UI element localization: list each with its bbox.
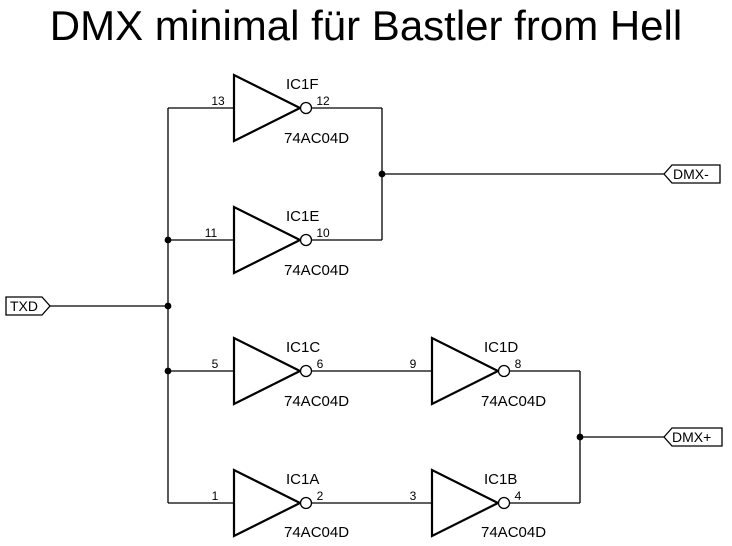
port-dmx-minus: DMX- [663, 164, 721, 184]
pin-out: 8 [515, 357, 522, 371]
inverter-bubble [299, 496, 313, 510]
pin-out: 10 [316, 226, 330, 240]
pin-out: 6 [317, 357, 324, 371]
pin-in: 1 [212, 489, 219, 503]
schematic-title: DMX minimal für Bastler from Hell [49, 2, 683, 49]
gate-part: 74AC04D [284, 262, 349, 279]
gate-ic1a: IC1A 74AC04D 1 2 [212, 468, 349, 541]
junction-dot [378, 170, 386, 178]
gate-name: IC1F [286, 76, 319, 93]
pin-in: 9 [410, 357, 417, 371]
pin-out: 4 [515, 489, 522, 503]
junction-dot [164, 302, 172, 310]
inverter-icon [232, 73, 303, 143]
gate-name: IC1A [286, 471, 319, 488]
gate-name: IC1B [484, 471, 517, 488]
junctions [164, 170, 584, 441]
port-dmx-plus: DMX+ [663, 427, 723, 447]
inverter-icon [232, 205, 303, 275]
inverter-icon [232, 336, 303, 406]
junction-dot [164, 236, 172, 244]
port-label: DMX+ [672, 429, 711, 445]
gate-part: 74AC04D [481, 524, 546, 541]
inverter-icon [430, 336, 501, 406]
port-label: TXD [10, 298, 38, 314]
port-arrow-icon [663, 164, 721, 184]
port-txd: TXD [5, 296, 51, 316]
inverter-bubble [497, 496, 511, 510]
pin-in: 13 [211, 94, 225, 108]
port-label: DMX- [673, 166, 709, 182]
junction-dot [576, 433, 584, 441]
gate-ic1c: IC1C 74AC04D 5 6 [212, 336, 349, 410]
gate-part: 74AC04D [284, 524, 349, 541]
pin-in: 5 [212, 357, 219, 371]
gate-name: IC1D [484, 339, 518, 356]
inverter-bubble [299, 101, 313, 115]
port-arrow-icon [5, 296, 51, 316]
gate-ic1e: IC1E 74AC04D 11 10 [205, 205, 349, 279]
pin-out: 12 [316, 94, 330, 108]
gate-ic1d: IC1D 74AC04D 9 8 [410, 336, 546, 410]
inverter-bubble [299, 233, 313, 247]
gate-part: 74AC04D [284, 393, 349, 410]
pin-in: 11 [205, 226, 218, 240]
gate-ic1f: IC1F 74AC04D 13 12 [211, 73, 349, 147]
gate-name: IC1C [286, 339, 320, 356]
inverter-icon [430, 468, 501, 538]
junction-dot [164, 367, 172, 375]
gate-part: 74AC04D [481, 393, 546, 410]
inverter-bubble [299, 364, 313, 378]
inverter-icon [232, 468, 303, 538]
inverter-bubble [497, 364, 511, 378]
wires [50, 107, 664, 504]
pin-in: 3 [410, 489, 417, 503]
gate-part: 74AC04D [284, 130, 349, 147]
gate-ic1b: IC1B 74AC04D 3 4 [410, 468, 546, 541]
port-arrow-icon [663, 427, 723, 447]
gate-name: IC1E [286, 208, 319, 225]
pin-out: 2 [317, 489, 324, 503]
